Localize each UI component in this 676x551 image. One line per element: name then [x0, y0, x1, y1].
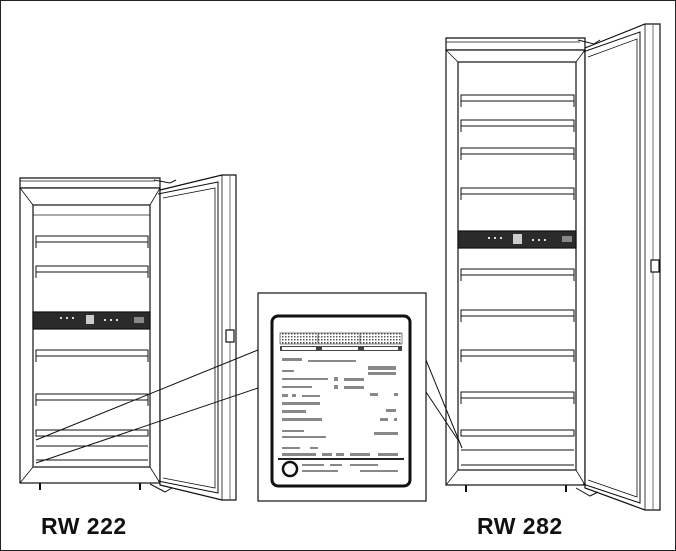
shelves-rw222: [35, 235, 149, 461]
rating-plate: [270, 314, 412, 488]
door-rw282: [575, 23, 661, 511]
model-label-rw222: RW 222: [41, 513, 127, 539]
shelves-rw282: [460, 94, 575, 466]
model-label-rw282: RW 282: [477, 513, 563, 539]
certification-mark-icon: [281, 460, 299, 478]
rating-plate-callout: [257, 292, 427, 502]
rating-plate-lines: [282, 358, 398, 456]
callout-lines: [35, 349, 463, 464]
cabinet-rw222: [19, 174, 237, 501]
door-rw222: [149, 174, 237, 501]
cabinet-rw282: [445, 23, 661, 511]
